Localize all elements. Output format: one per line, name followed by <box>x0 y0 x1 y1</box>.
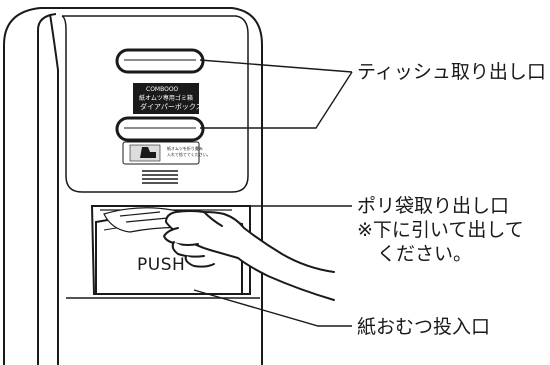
brand-logo: COMBOOO <box>146 86 179 93</box>
push-label: PUSH <box>137 255 186 275</box>
bag-outlet-note-line2: ください。 <box>377 243 473 265</box>
brand-panel <box>133 83 199 114</box>
cabinet-body <box>3 7 263 365</box>
sticker-text-line1: 紙オムツを折り畳み <box>167 146 203 151</box>
bag-outlet-note-line1: ※下に引いて出して <box>357 219 524 241</box>
leader-tissue-lower <box>200 71 353 129</box>
diaper-inlet-label: 紙おむつ投入口 <box>357 316 491 338</box>
bag-outlet-label: ポリ袋取り出し口 <box>357 195 510 217</box>
brand-subtitle: 紙オムツ専用ゴミ箱 <box>139 95 193 102</box>
instruction-sticker <box>122 141 200 165</box>
leader-diaper <box>193 289 352 327</box>
leader-tissue-upper <box>199 59 353 73</box>
tissue-outlet-label: ティッシュ取り出し口 <box>357 61 546 83</box>
bag-outlet-slot[interactable] <box>115 116 205 142</box>
vent-grill <box>142 170 178 184</box>
leader-lines <box>193 59 353 327</box>
hand-illustration <box>163 210 335 301</box>
tissue-outlet-slot[interactable] <box>115 48 205 74</box>
brand-product-name: ダイアパーボックス <box>140 103 203 111</box>
sticker-text-line2: 入れて捨ててください。 <box>167 152 211 157</box>
cabinet-front-panel <box>61 15 249 193</box>
